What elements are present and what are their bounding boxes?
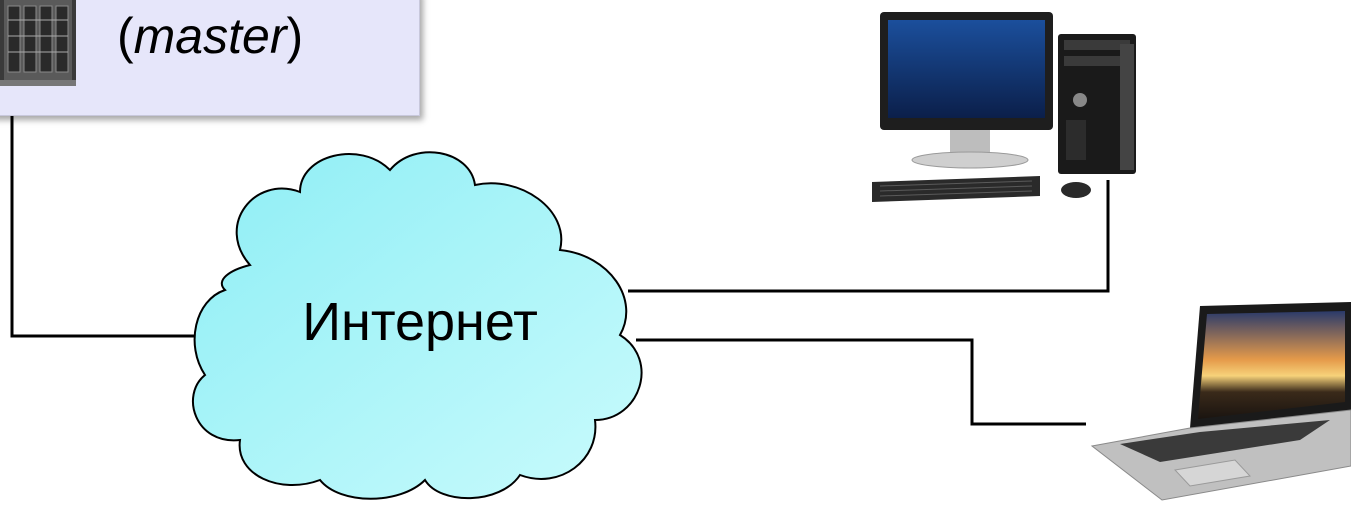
internet-cloud-shape xyxy=(191,151,643,500)
connection-lines xyxy=(10,80,1110,426)
master-label-open-paren: ( xyxy=(117,8,134,64)
master-label: (master) xyxy=(117,1,303,71)
laptop-icon xyxy=(1090,302,1351,501)
cloud-to-laptop-line xyxy=(636,338,1086,426)
cloud-to-desktop-line xyxy=(628,180,1110,293)
internet-label: Интернет xyxy=(302,292,538,352)
master-label-close-paren: ) xyxy=(286,8,304,64)
server-rack-icon-overlay xyxy=(0,0,76,86)
server-to-cloud-line xyxy=(10,80,212,338)
desktop-computer-icon xyxy=(872,12,1136,202)
master-label-word: master xyxy=(133,8,287,64)
